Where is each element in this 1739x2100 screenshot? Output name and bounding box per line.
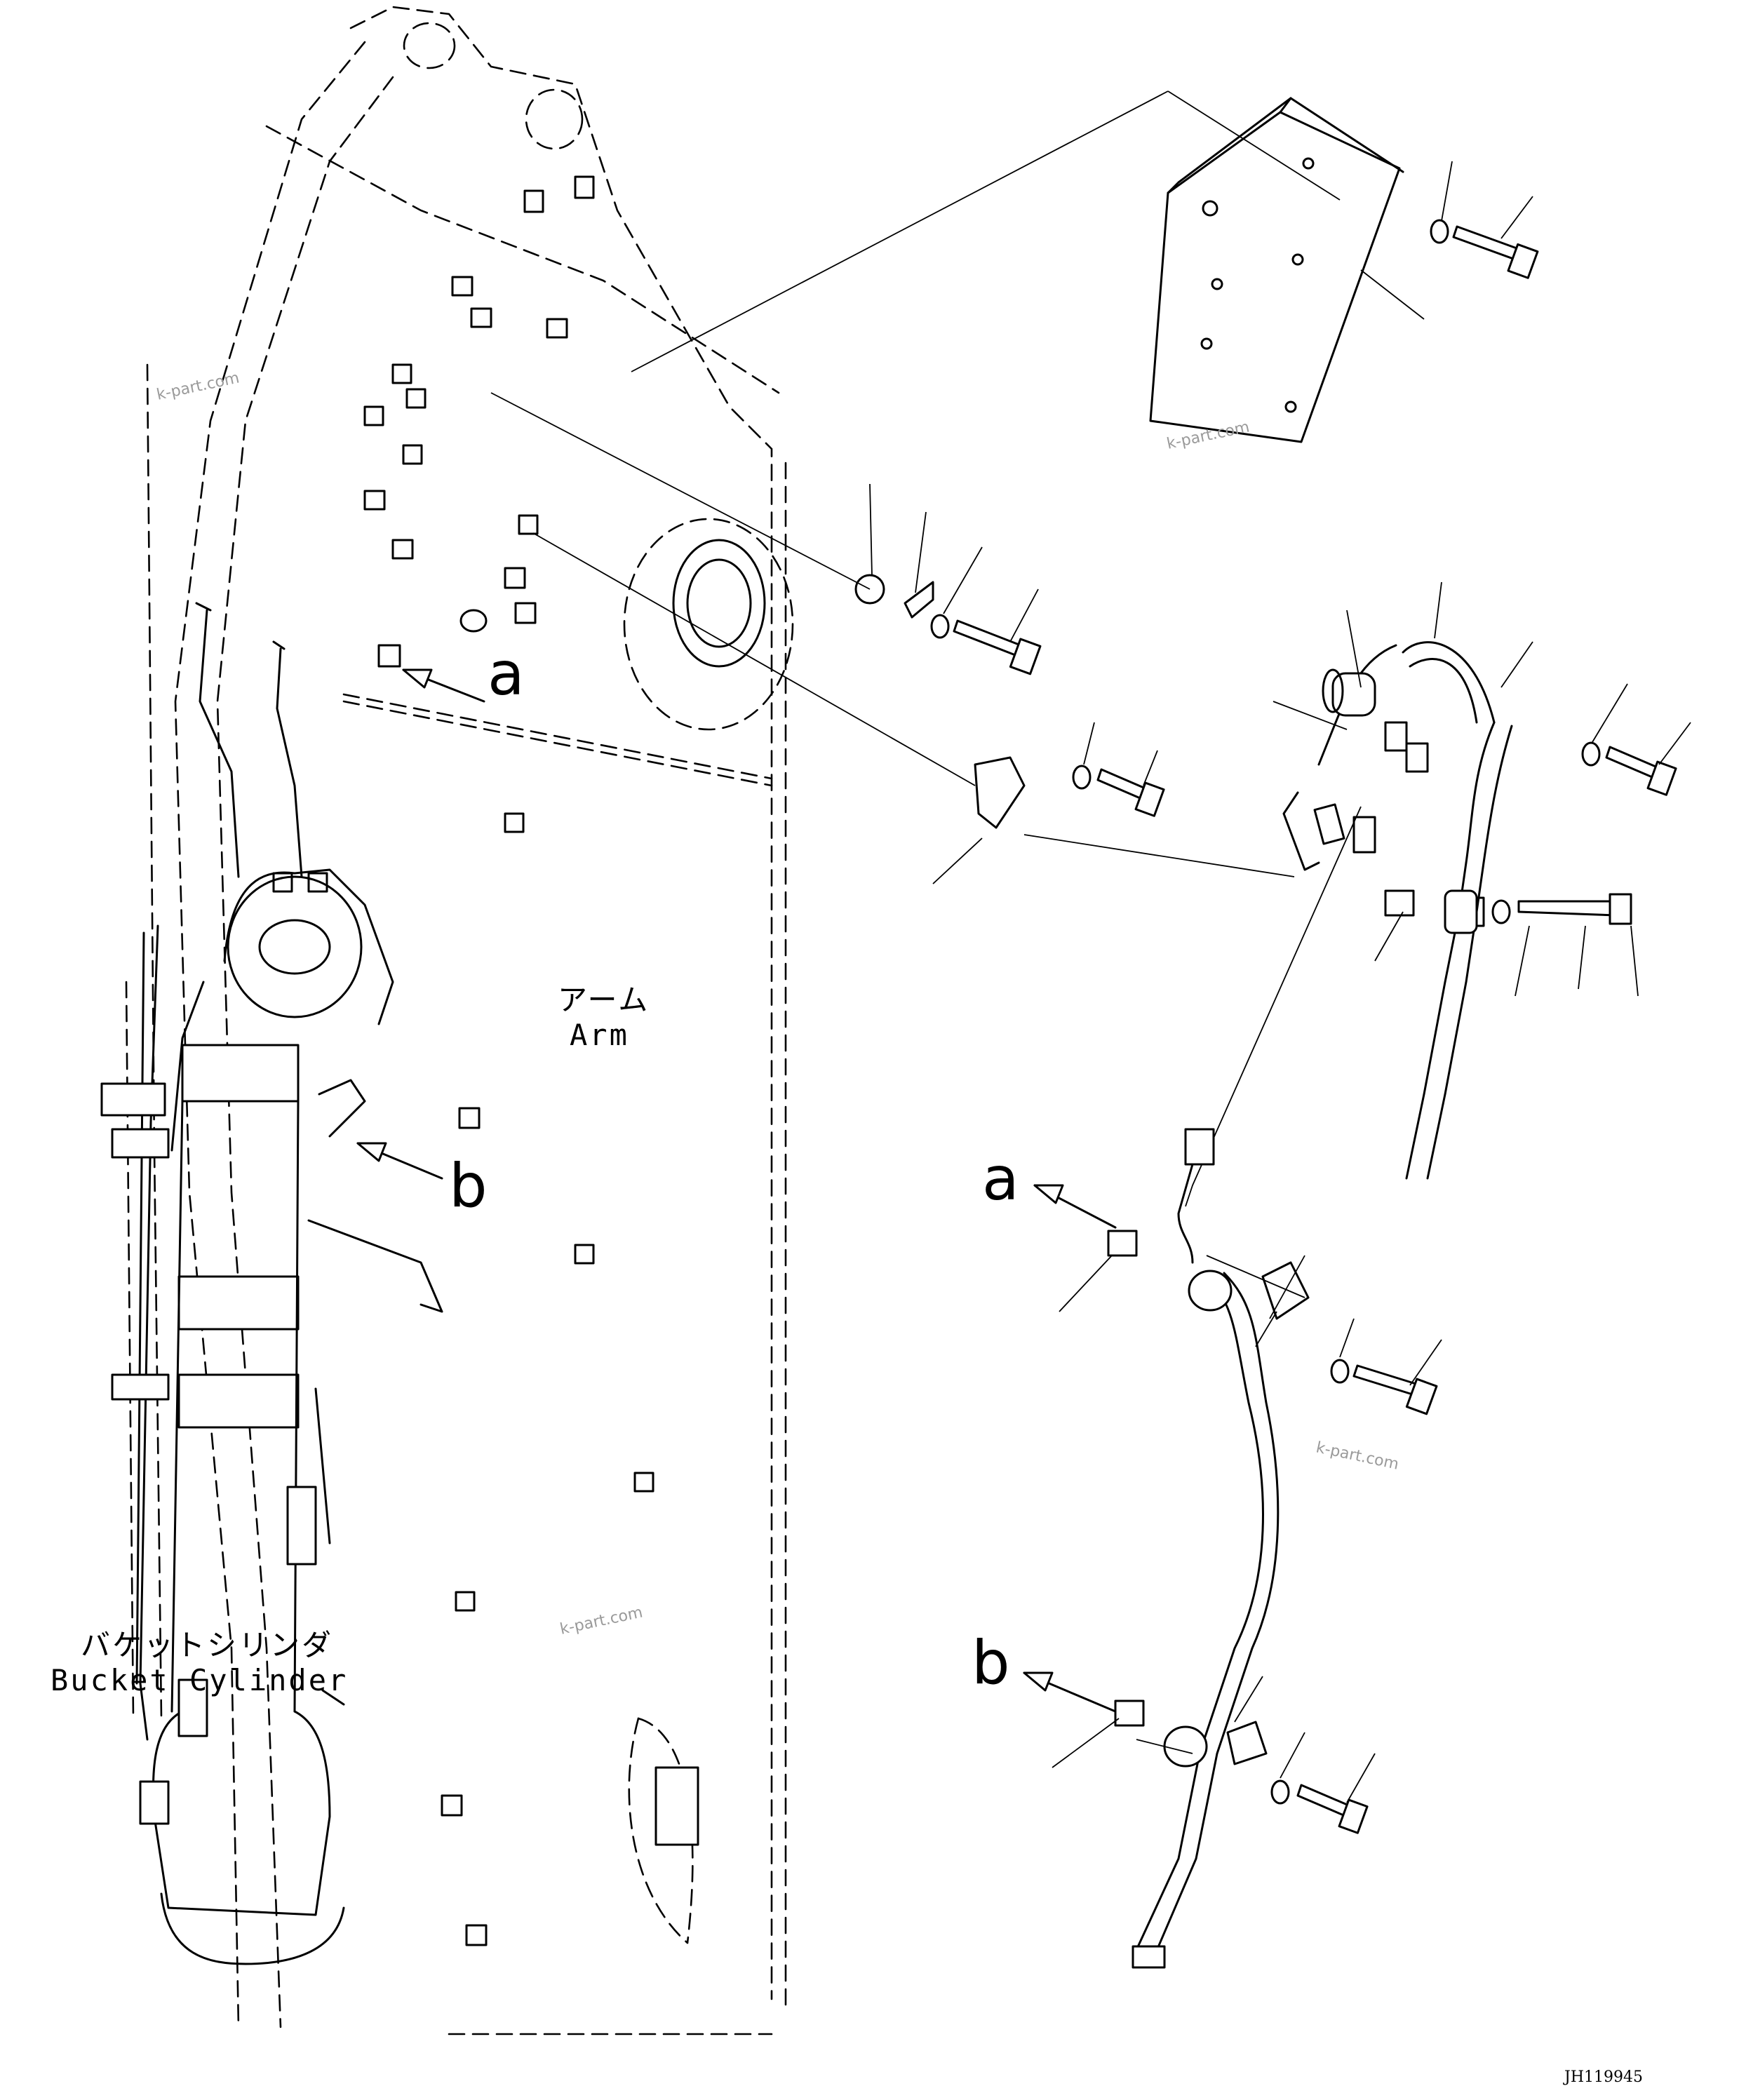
ref-label-b-arm: b	[449, 1151, 488, 1221]
ref-label-b-detail: b	[972, 1628, 1010, 1698]
arm-outline	[125, 6, 794, 2035]
drawing-code: JH119945	[1563, 2068, 1643, 2086]
cylinder-label-en: Bucket Cylinder	[51, 1663, 348, 1697]
arm-label-ja: アーム	[558, 983, 650, 1017]
watermark: k-part.com	[1315, 1439, 1400, 1473]
cylinder-label-ja: バケットシリンダ	[81, 1628, 333, 1662]
arm-label-en: Arm	[570, 1018, 629, 1052]
reference-arrows	[356, 668, 1117, 1713]
guard-cover	[631, 90, 1425, 443]
watermark: k-part.com	[558, 1604, 644, 1638]
ref-label-a-arm: a	[488, 639, 525, 709]
ref-label-a-detail: a	[982, 1144, 1019, 1214]
bolts-and-washers	[854, 161, 1691, 1834]
arm-clamp-blocks	[272, 175, 654, 1946]
watermark: k-part.com	[1165, 419, 1251, 453]
bucket-cylinder	[100, 602, 443, 1965]
harness-hose	[1132, 641, 1513, 1969]
watermark: k-part.com	[155, 370, 241, 404]
leader-lines	[490, 392, 1533, 877]
